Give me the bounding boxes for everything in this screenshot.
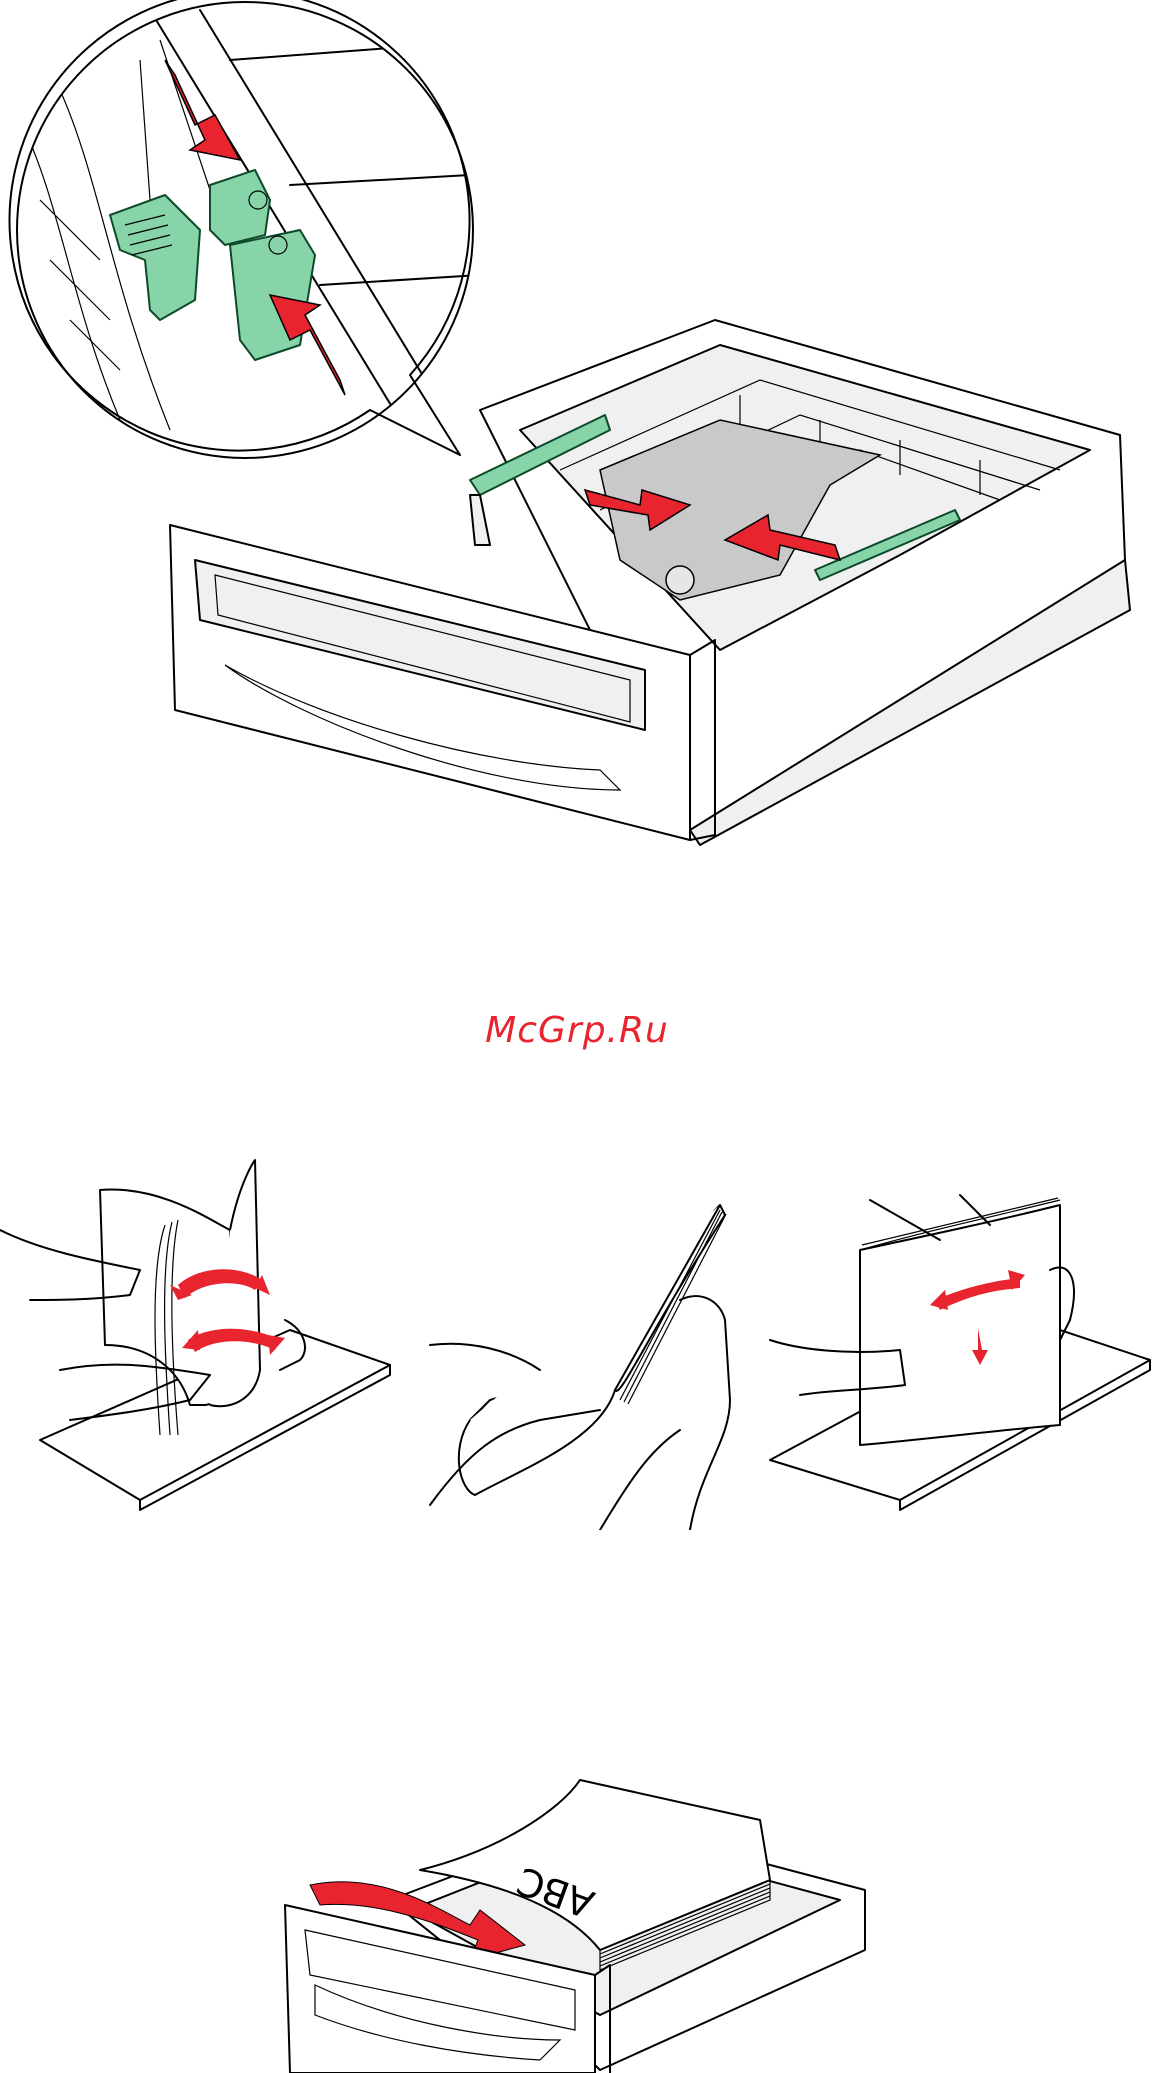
fan-stack-icon bbox=[430, 1205, 730, 1530]
paper-tray-loaded: ABC bbox=[285, 1780, 865, 2073]
zoom-callout bbox=[10, 0, 480, 458]
watermark-text: McGrp.Ru bbox=[0, 1010, 1154, 1051]
prepare-paper-illustration bbox=[0, 1150, 1154, 1530]
straighten-stack-icon bbox=[770, 1195, 1150, 1510]
tray-guides-illustration bbox=[0, 0, 1154, 860]
load-paper-illustration: ABC bbox=[0, 1740, 1154, 2073]
flex-stack-icon bbox=[0, 1160, 390, 1510]
